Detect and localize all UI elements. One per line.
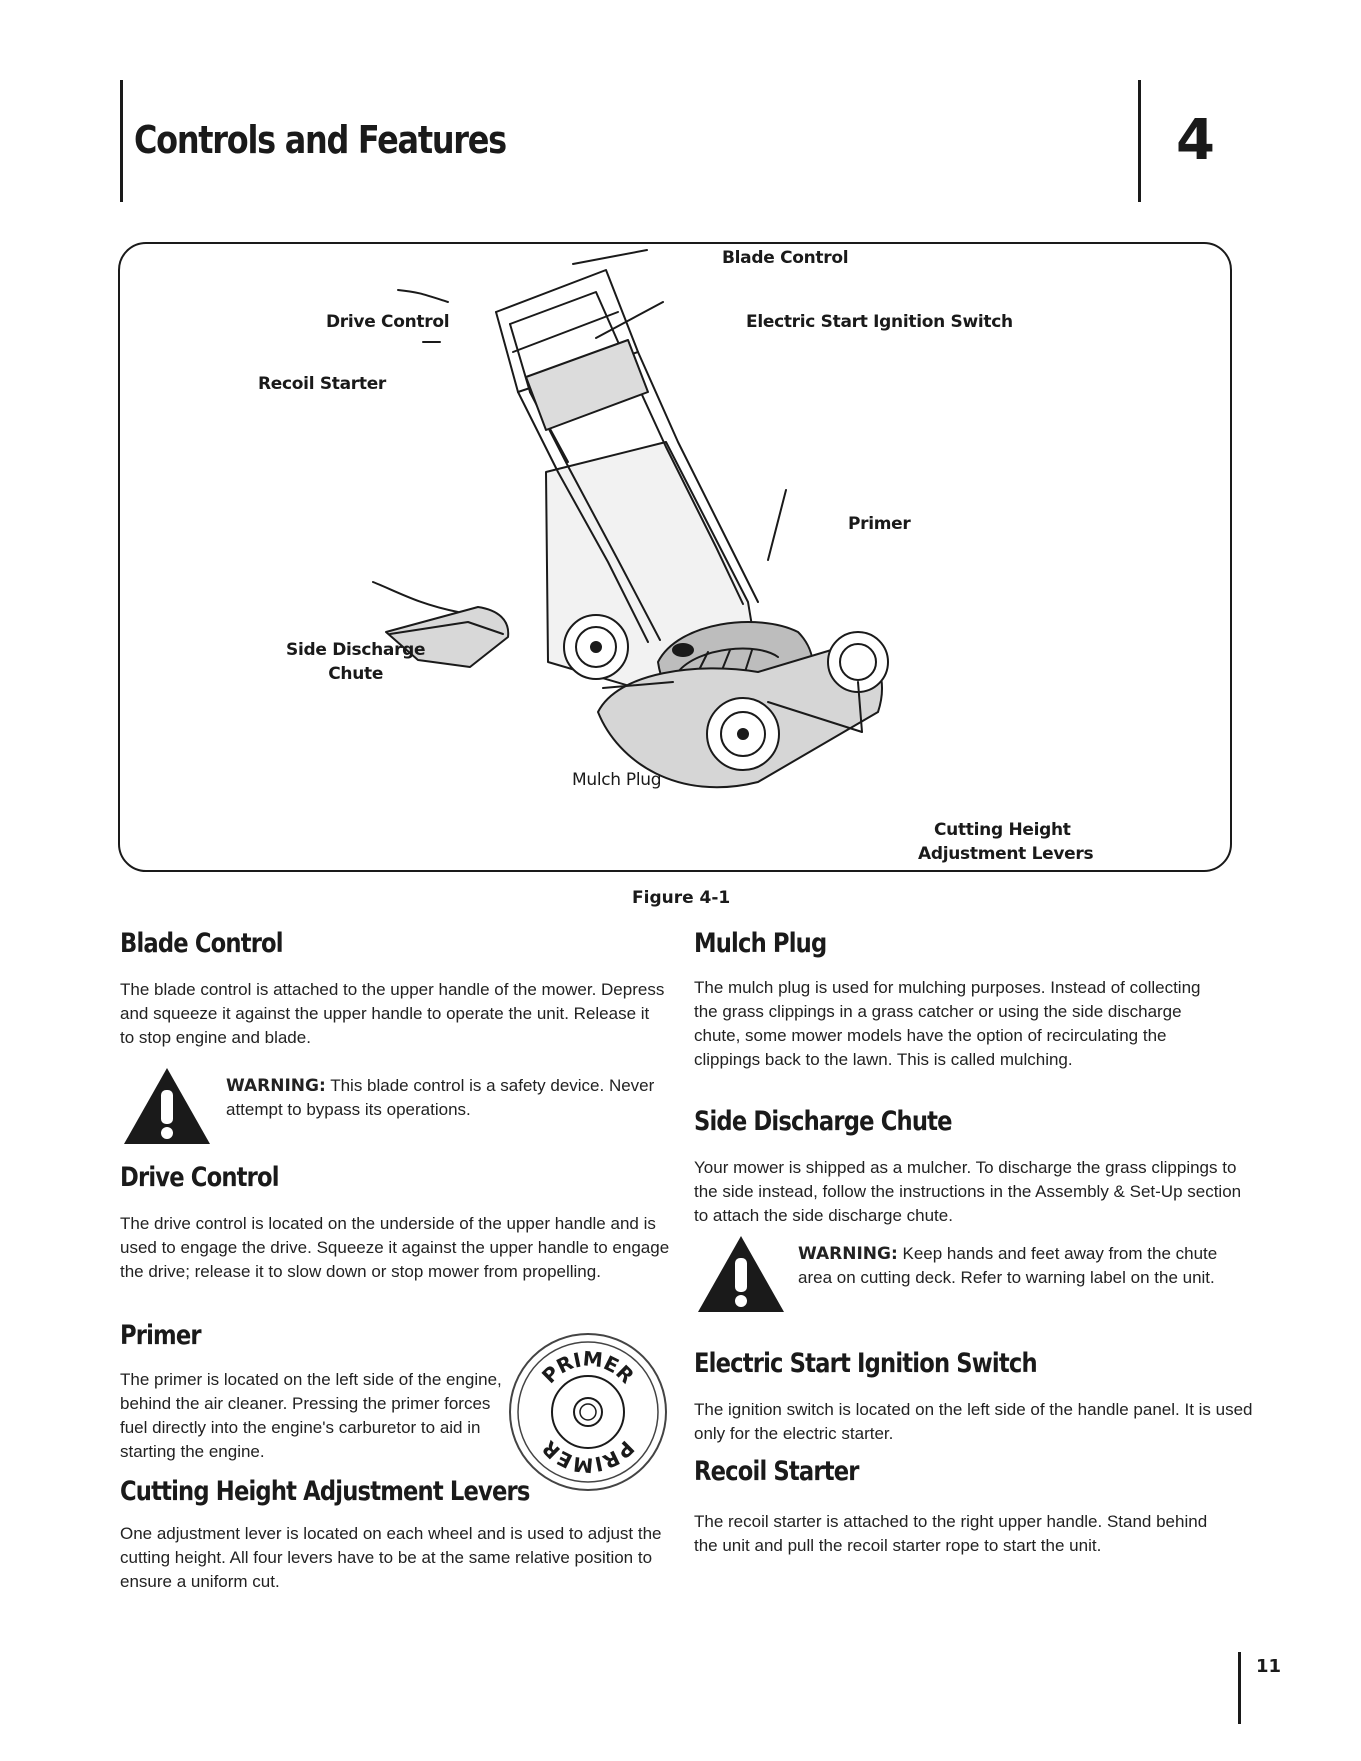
chapter-number: 4	[1176, 108, 1215, 173]
handle-frame	[495, 269, 759, 603]
primer-bulb-icon: PRIMER PRIMER	[509, 1333, 667, 1491]
body-side-discharge: Your mower is shipped as a mulcher. To d…	[694, 1158, 1242, 1225]
callout-side-discharge-line1: Side Discharge	[286, 640, 426, 660]
body-mulch-plug: The mulch plug is used for mulching purp…	[694, 978, 1201, 1069]
callout-blade-control: Blade Control	[722, 248, 849, 268]
warning-label: WARNING:	[226, 1076, 326, 1096]
body-recoil-starter: The recoil starter is attached to the ri…	[694, 1512, 1208, 1555]
warning-blade-control: WARNING: This blade control is a safety …	[226, 1074, 656, 1122]
callout-cutting-height: Cutting Height Adjustment Levers	[918, 818, 1094, 866]
heading-electric-start: Electric Start Ignition Switch	[694, 1348, 1038, 1379]
warning-side-discharge: WARNING: Keep hands and feet away from t…	[798, 1242, 1238, 1290]
callout-recoil-starter: Recoil Starter	[258, 374, 387, 394]
warning-icon	[698, 1236, 784, 1312]
heading-recoil-starter: Recoil Starter	[694, 1456, 859, 1487]
body-cutting-height: One adjustment lever is located on each …	[120, 1524, 662, 1591]
callout-cutting-height-line1: Cutting Height	[934, 820, 1071, 840]
heading-cutting-height: Cutting Height Adjustment Levers	[120, 1476, 530, 1507]
callout-electric-start: Electric Start Ignition Switch	[746, 312, 1013, 332]
warning-label: WARNING:	[798, 1244, 898, 1264]
body-electric-start: The ignition switch is located on the le…	[694, 1400, 1253, 1443]
body-blade-control: The blade control is attached to the upp…	[120, 980, 665, 1047]
header-right-rule	[1138, 80, 1141, 202]
warning-text: Keep hands and feet away from the chute …	[798, 1244, 1218, 1287]
heading-blade-control: Blade Control	[120, 928, 284, 959]
callout-primer: Primer	[848, 514, 911, 534]
callout-mulch-plug: Mulch Plug	[572, 770, 662, 790]
heading-primer: Primer	[120, 1320, 202, 1351]
chapter-title: Controls and Features	[134, 118, 507, 162]
mower-illustration	[372, 249, 889, 789]
body-drive-control: The drive control is located on the unde…	[120, 1214, 670, 1281]
figure-caption: Figure 4-1	[632, 888, 731, 908]
heading-mulch-plug: Mulch Plug	[694, 928, 827, 959]
header-left-rule	[120, 80, 123, 202]
page-number: 11	[1256, 1656, 1282, 1677]
warning-text: This blade control is a safety device. N…	[226, 1076, 655, 1119]
footer-rule	[1238, 1652, 1241, 1724]
handle-panel	[525, 339, 649, 431]
heading-side-discharge: Side Discharge Chute	[694, 1106, 953, 1137]
callout-side-discharge-line2: Chute	[328, 664, 384, 684]
callout-side-discharge: Side Discharge Chute	[286, 638, 426, 686]
body-primer: The primer is located on the left side o…	[120, 1370, 502, 1461]
heading-drive-control: Drive Control	[120, 1162, 280, 1193]
figure-frame	[118, 242, 1232, 872]
callout-drive-control: Drive Control	[326, 312, 450, 332]
callout-cutting-height-line2: Adjustment Levers	[918, 844, 1094, 864]
warning-icon	[124, 1068, 210, 1144]
side-discharge-chute-part	[385, 606, 510, 668]
